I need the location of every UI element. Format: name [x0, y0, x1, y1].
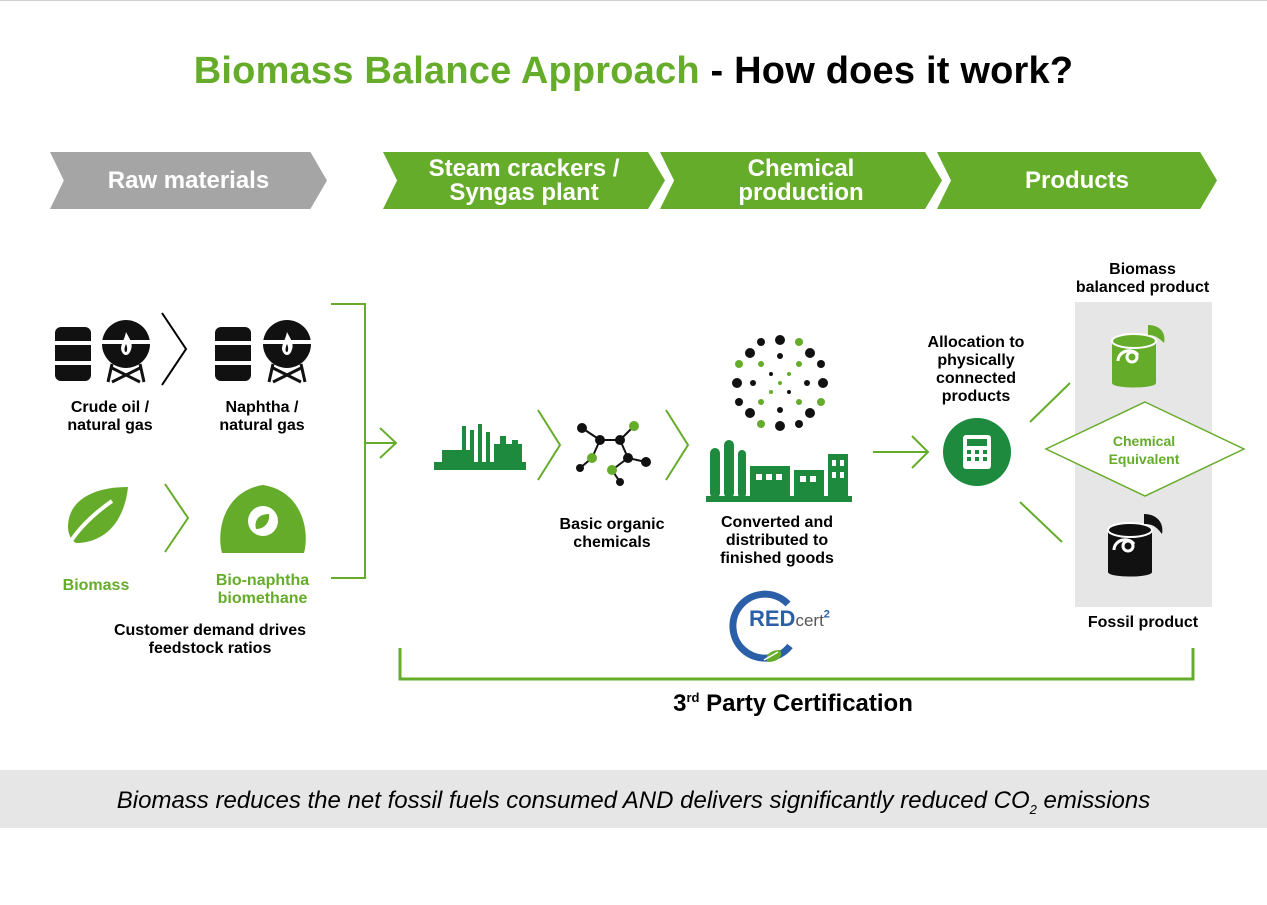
- stage-label: Products: [1024, 166, 1129, 194]
- redcert-logo-text: REDcert2: [749, 606, 830, 631]
- black-paint-bucket-icon: [1107, 514, 1163, 577]
- title-green: Biomass Balance Approach: [193, 50, 700, 92]
- chevron-arrow-icon: [537, 409, 562, 481]
- chevron-arrow-icon: [161, 312, 188, 386]
- stage-raw-materials: Raw materials: [50, 152, 327, 209]
- leaf-icon: [64, 487, 128, 550]
- chemical-equivalent-diamond: [1044, 401, 1246, 497]
- biomass-label: Biomass: [62, 577, 130, 594]
- calculator-icon: [943, 418, 1011, 486]
- oil-barrel-icon: [215, 327, 251, 381]
- gas-tank-icon: [263, 320, 311, 384]
- chevron-arrow-icon: [911, 435, 930, 469]
- green-paint-bucket-icon: [1111, 325, 1165, 388]
- bracket-line: [331, 303, 366, 579]
- footer-band: [0, 770, 1267, 828]
- molecule-icon: [576, 421, 651, 486]
- crude-oil-label: Crude oil /natural gas: [67, 399, 153, 434]
- certification-bracket: [398, 648, 1195, 681]
- title-dark: - How does it work?: [699, 50, 1074, 92]
- fossil-product-label: Fossil product: [1087, 614, 1199, 631]
- top-rule: [0, 0, 1267, 1]
- naphtha-label: Naphtha /natural gas: [219, 399, 305, 434]
- chevron-arrow-icon: [665, 409, 690, 481]
- oil-barrel-icon: [55, 327, 91, 381]
- page-title: Biomass Balance Approach - How does it w…: [0, 50, 1267, 93]
- gas-tank-icon: [102, 320, 150, 384]
- stage-steam-crackers: Steam crackers /Syngas plant: [383, 152, 665, 209]
- certification-label: 3rd Party Certification: [673, 690, 913, 717]
- stage-label: Raw materials: [107, 166, 270, 194]
- footer-text: Biomass reduces the net fossil fuels con…: [116, 787, 1151, 817]
- biomethane-tank-icon: [220, 485, 306, 553]
- redcert-logo: [729, 590, 793, 662]
- stage-label: Steam crackers /Syngas plant: [428, 154, 620, 206]
- stage-products: Products: [937, 152, 1217, 209]
- factory-icon: [706, 440, 852, 502]
- plant-icon: [434, 424, 526, 470]
- dot-cluster-icon: [732, 335, 828, 431]
- chevron-arrow-icon: [164, 483, 190, 553]
